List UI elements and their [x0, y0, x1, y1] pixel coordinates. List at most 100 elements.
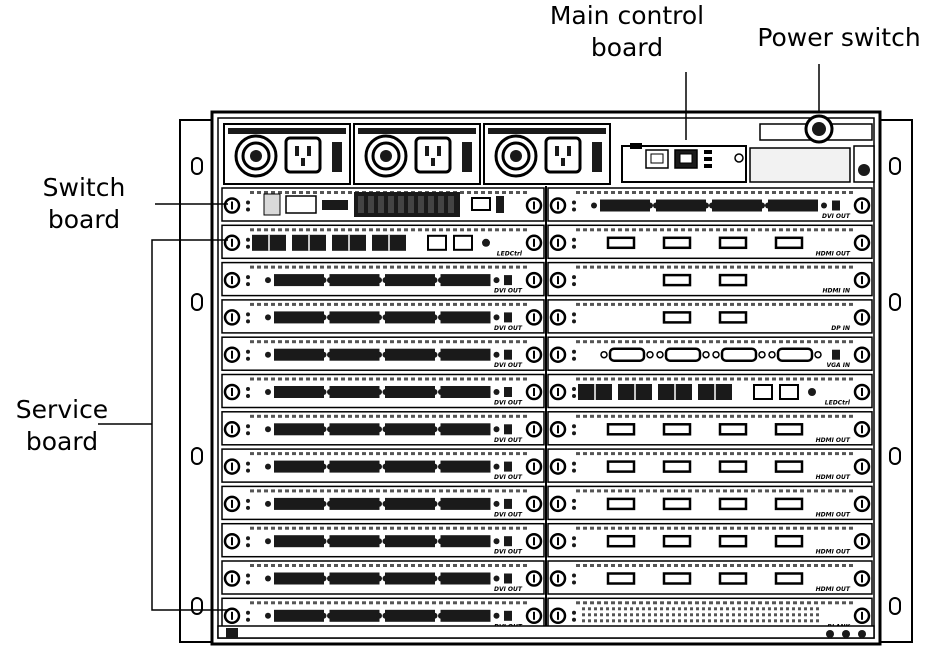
power-switch-label-text: Power switch	[757, 23, 921, 52]
dvi-port	[274, 497, 324, 510]
board-model-tag: DVI OUT	[494, 511, 523, 518]
dvi-board: DVI OUT	[221, 485, 545, 521]
dp2-board: DP IN	[547, 299, 873, 334]
rack-ear-left	[179, 119, 215, 643]
power-switch[interactable]	[759, 114, 873, 144]
vga-port	[776, 347, 814, 362]
hdmi4-board: HDMI OUT	[547, 560, 873, 595]
switch-board	[221, 187, 545, 222]
hdmi-port	[774, 534, 804, 548]
dvi-port	[329, 609, 380, 622]
board-model-tag: LEDCtrl	[497, 250, 523, 257]
dvi-port	[385, 535, 435, 548]
dvi-port	[274, 274, 324, 287]
hdmi-port	[718, 273, 748, 287]
hdmi-port	[606, 460, 636, 473]
hdmi-port	[774, 572, 804, 585]
leader-lines	[98, 64, 820, 611]
dvi-board: DVI OUT	[221, 336, 545, 371]
dp-port	[718, 311, 748, 324]
board-model-tag: HDMI OUT	[816, 549, 851, 556]
hdmi-port	[718, 460, 748, 473]
switch-board-label: Switch board	[20, 172, 148, 236]
dvi-port	[656, 199, 706, 212]
switch-board-label-line1: Switch	[42, 173, 126, 202]
board-model-tag: DVI OUT	[494, 325, 523, 332]
hdmi4-board: HDMI OUT	[547, 522, 873, 558]
dvi-port	[440, 311, 491, 324]
right-board-column: DVI OUT HDMI OUT HDMI IN DP IN VGA IN LEDCtrl…	[547, 187, 873, 633]
ethernet-port	[779, 384, 799, 400]
dvi-port	[274, 386, 324, 398]
hdmi-port	[718, 497, 748, 511]
dvi-port	[385, 274, 435, 287]
board-model-tag: VGA IN	[826, 362, 850, 369]
dvi-port	[440, 572, 491, 585]
main-control-board	[621, 143, 875, 183]
dvi-port	[440, 535, 491, 548]
dvi-port	[440, 386, 491, 398]
main-control-board-label-line2: board	[590, 33, 664, 62]
board-model-tag: DVI OUT	[822, 213, 851, 220]
hdmi4-board: HDMI OUT	[547, 485, 873, 521]
board-model-tag: HDMI OUT	[816, 250, 851, 257]
dvi-port	[329, 274, 380, 287]
dvi-port	[385, 311, 435, 324]
power-supply-module	[483, 123, 611, 185]
board-model-tag: HDMI OUT	[816, 474, 851, 481]
dvi-port	[440, 348, 491, 361]
hdmi-port	[718, 534, 748, 548]
board-model-tag: DVI OUT	[494, 474, 523, 481]
dvi-port	[440, 274, 491, 287]
power-inlet	[284, 136, 322, 174]
hdmi-port	[606, 497, 636, 511]
dvi-board: DVI OUT	[221, 261, 545, 297]
switch-board-label-line2: board	[47, 205, 121, 234]
service-board-label: Service board	[0, 394, 124, 458]
dvi-port	[440, 609, 491, 622]
dvi-port	[385, 497, 435, 510]
dvi-port	[329, 535, 380, 548]
dvi-port	[274, 572, 324, 585]
dvi-port	[274, 348, 324, 361]
hdmi-port	[718, 423, 748, 436]
dvi-board: DVI OUT	[221, 373, 545, 409]
hdmi4-board: HDMI OUT	[547, 411, 873, 446]
board-model-tag: DVI OUT	[494, 362, 523, 369]
hdmi-port	[662, 236, 692, 250]
board-model-tag: HDMI IN	[822, 288, 850, 295]
board-model-tag: DVI OUT	[494, 437, 523, 444]
service-board-bracket	[151, 239, 228, 611]
uplink-board: LEDCtrl	[221, 224, 545, 260]
dvi-board: DVI OUT	[221, 411, 545, 446]
board-model-tag: DP IN	[831, 325, 850, 332]
board-model-tag: HDMI OUT	[816, 437, 851, 444]
dvi-port	[385, 386, 435, 398]
hdmi-port	[718, 572, 748, 585]
dvi-board: DVI OUT	[221, 448, 545, 483]
hdmi4-board: HDMI OUT	[547, 448, 873, 483]
dvi-board: DVI OUT	[221, 560, 545, 595]
hdmi-port	[774, 423, 804, 436]
uplink-board: LEDCtrl	[547, 373, 873, 409]
hdmi-port	[606, 572, 636, 585]
service-board-label-line1: Service	[15, 395, 109, 424]
vga-board: VGA IN	[547, 336, 873, 371]
ethernet-port	[645, 149, 669, 169]
service-board-label-line2: board	[25, 427, 99, 456]
usb-port	[471, 197, 491, 211]
dvi-port	[329, 386, 380, 398]
hdmi-port	[662, 460, 692, 473]
vga-port	[664, 347, 702, 362]
dvi-port	[600, 199, 650, 212]
hdmi-port	[774, 236, 804, 250]
dvi-board: DVI OUT	[221, 299, 545, 334]
hdmi2-board: HDMI IN	[547, 261, 873, 297]
board-model-tag: DVI OUT	[494, 549, 523, 556]
power-supply-modules	[223, 123, 611, 185]
board-model-tag: LEDCtrl	[825, 400, 851, 407]
ethernet-port	[427, 234, 447, 251]
dvi-port	[274, 311, 324, 324]
